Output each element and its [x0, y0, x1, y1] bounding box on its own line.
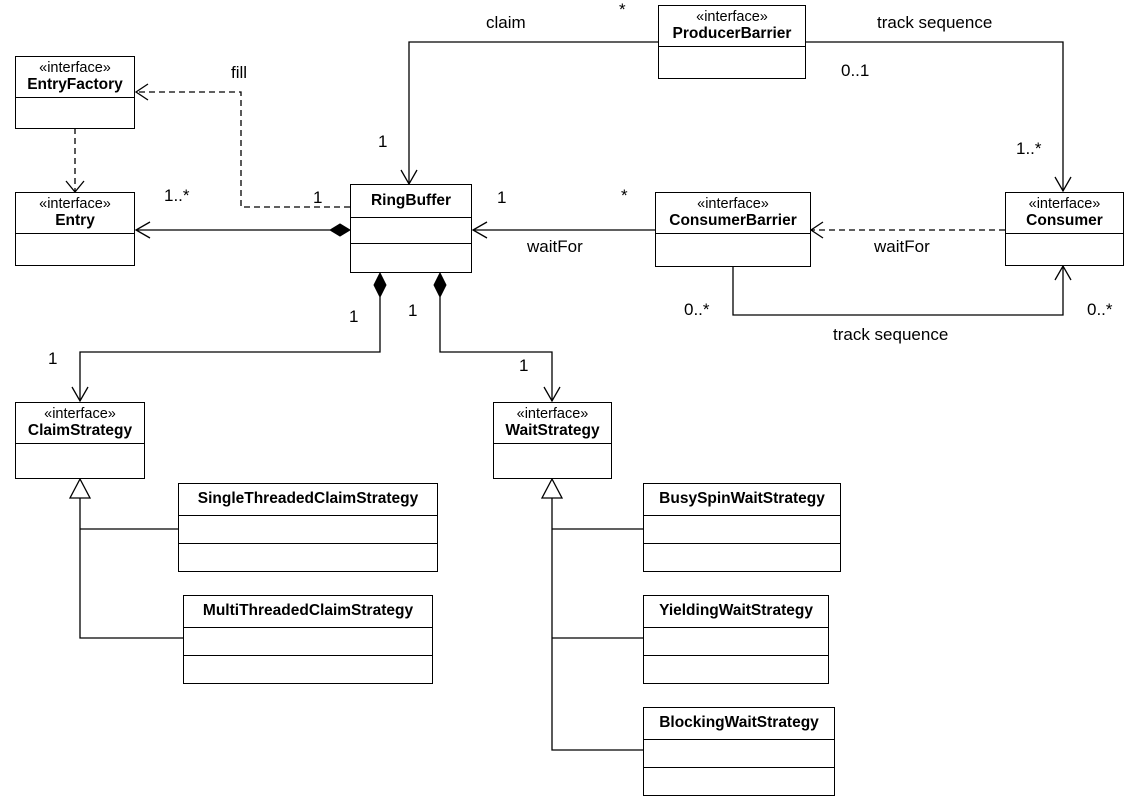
- edge-wait-strategy: [433, 271, 561, 403]
- class-consumer-barrier: «interface»ConsumerBarrier: [655, 192, 811, 267]
- barrier-track-sequence-label: track sequence: [833, 325, 949, 344]
- consumer-wait-for-label: waitFor: [874, 237, 930, 256]
- class-attributes: [644, 628, 828, 656]
- edge-wait-strategy-generalization: [540, 477, 643, 751]
- class-name: WaitStrategy: [505, 422, 600, 439]
- entries-multiplicity: 1..*: [164, 186, 190, 205]
- class-ring-buffer: RingBuffer: [350, 184, 472, 273]
- wait-strategy-ring-buffer-multiplicity: 1: [408, 301, 418, 320]
- class-attributes: [184, 628, 432, 656]
- stereotype: «interface»: [697, 196, 769, 212]
- class-busy-spin-wait-strategy: BusySpinWaitStrategy: [643, 483, 841, 572]
- claim-producer-multiplicity: *: [619, 0, 626, 19]
- edge-claim-strategy: [71, 271, 387, 403]
- wait-strategy-multiplicity: 1: [519, 356, 529, 375]
- class-yielding-wait-strategy: YieldingWaitStrategy: [643, 595, 829, 684]
- class-name: ConsumerBarrier: [669, 212, 797, 229]
- class-name: SingleThreadedClaimStrategy: [197, 490, 419, 507]
- consumer-barrier-wait-for-ring-buffer-multiplicity: 1: [497, 188, 507, 207]
- class-wait-strategy: «interface»WaitStrategy: [493, 402, 612, 479]
- edge-barrier-track-sequence: [732, 264, 1072, 316]
- claim-strategy-ring-buffer-multiplicity: 1: [349, 307, 359, 326]
- class-producer-barrier: «interface»ProducerBarrier: [658, 5, 806, 79]
- edge-entryfactory-entry: [65, 128, 85, 194]
- barrier-track-sequence-consumer-multiplicity: 0..*: [1087, 300, 1113, 319]
- edge-consumer-barrier-wait-for: [471, 221, 655, 239]
- class-name: Consumer: [1026, 212, 1103, 229]
- class-name: EntryFactory: [27, 76, 123, 93]
- edge-consumer-wait-for: [809, 221, 1005, 239]
- class-entry-factory: «interface»EntryFactory: [15, 56, 135, 129]
- class-attributes: [179, 516, 437, 544]
- class-name: ProducerBarrier: [672, 25, 792, 42]
- edge-claim-strategy-generalization: [68, 477, 183, 639]
- class-entry: «interface»Entry: [15, 192, 135, 266]
- edge-producer-track-sequence: [806, 41, 1072, 193]
- consumer-barrier-wait-for-barrier-multiplicity: *: [621, 186, 628, 205]
- stereotype: «interface»: [1028, 196, 1101, 212]
- class-consumer: «interface»Consumer: [1005, 192, 1124, 266]
- producer-track-sequence-label: track sequence: [877, 13, 993, 32]
- edge-claim: [400, 41, 658, 186]
- class-attributes: [351, 218, 471, 244]
- fill-label: fill: [231, 63, 248, 82]
- class-name: YieldingWaitStrategy: [659, 602, 813, 619]
- class-single-threaded-claim-strategy: SingleThreadedClaimStrategy: [178, 483, 438, 572]
- class-name: BlockingWaitStrategy: [659, 714, 819, 731]
- stereotype: «interface»: [516, 406, 589, 422]
- fill-ring-buffer-multiplicity: 1: [313, 188, 323, 207]
- claim-ring-buffer-multiplicity: 1: [378, 132, 388, 151]
- class-name: ClaimStrategy: [27, 422, 133, 439]
- class-name: Entry: [55, 212, 95, 229]
- producer-track-sequence-consumer-multiplicity: 1..*: [1016, 139, 1042, 158]
- consumer-barrier-wait-for-label: waitFor: [527, 237, 583, 256]
- class-attributes: [644, 740, 834, 768]
- class-attributes: [644, 516, 840, 544]
- stereotype: «interface»: [39, 196, 111, 212]
- stereotype: «interface»: [44, 406, 116, 422]
- class-name: RingBuffer: [370, 192, 452, 209]
- class-claim-strategy: «interface»ClaimStrategy: [15, 402, 145, 479]
- class-multi-threaded-claim-strategy: MultiThreadedClaimStrategy: [183, 595, 433, 684]
- claim-label: claim: [486, 13, 526, 32]
- claim-strategy-multiplicity: 1: [48, 349, 58, 368]
- stereotype: «interface»: [39, 60, 111, 76]
- stereotype: «interface»: [696, 9, 768, 25]
- class-name: BusySpinWaitStrategy: [659, 490, 825, 507]
- producer-track-sequence-producer-multiplicity: 0..1: [841, 61, 870, 80]
- edge-entries: [134, 221, 351, 239]
- class-name: MultiThreadedClaimStrategy: [202, 602, 414, 619]
- edge-fill: [134, 83, 350, 208]
- class-blocking-wait-strategy: BlockingWaitStrategy: [643, 707, 835, 796]
- barrier-track-sequence-barrier-multiplicity: 0..*: [684, 300, 710, 319]
